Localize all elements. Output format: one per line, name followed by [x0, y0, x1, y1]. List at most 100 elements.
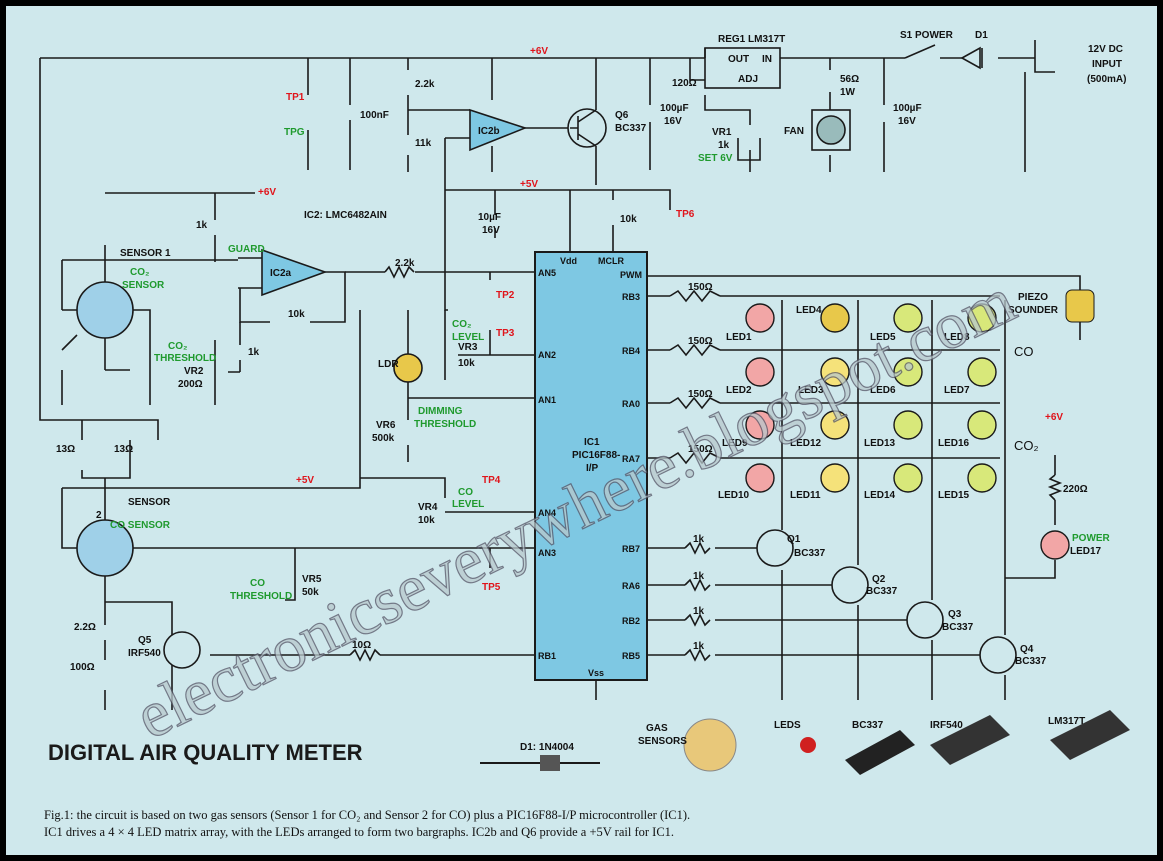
pin-mclr: MCLR — [598, 256, 624, 266]
label-co-row: CO — [1014, 344, 1034, 359]
label-10r: 10Ω — [352, 640, 371, 651]
label-q4-part: BC337 — [1015, 656, 1047, 667]
label-1k-a: 1k — [196, 220, 208, 231]
piezo-sounder — [1065, 289, 1095, 323]
label-ic1-part: PIC16F88- — [572, 450, 620, 461]
label-led8: LED8 — [944, 332, 970, 343]
label-led12: LED12 — [790, 438, 822, 449]
label-c-16v-b: 16V — [898, 116, 916, 127]
label-q2: Q2 — [872, 574, 886, 585]
label-100r: 100Ω — [70, 662, 95, 673]
label-lm317t-icon: LM317T — [1048, 716, 1085, 727]
transistors — [163, 529, 1017, 674]
label-s1: S1 POWER — [900, 30, 954, 41]
label-dc-input-2: INPUT — [1092, 59, 1122, 70]
label-tp3: TP3 — [496, 328, 515, 339]
led-matrix — [745, 303, 1070, 560]
label-rail-6v-b: +6V — [258, 187, 276, 198]
label-rail-5v: +5V — [520, 179, 538, 190]
label-c-16v-a: 16V — [664, 116, 682, 127]
label-reg1: REG1 LM317T — [718, 34, 785, 45]
label-co2-threshold-2: THRESHOLD — [154, 353, 216, 364]
pin-rb4: RB4 — [622, 346, 640, 356]
label-sensor2-num: 2 — [96, 510, 102, 521]
label-c-10uf: 10µF — [478, 212, 501, 223]
pin-pwm: PWM — [620, 270, 642, 280]
label-1k-q1: 1k — [693, 534, 705, 545]
label-q6: Q6 — [615, 110, 629, 121]
label-dc-input: 12V DC — [1088, 44, 1123, 55]
label-q3-part: BC337 — [942, 622, 974, 633]
label-q5-part: IRF540 — [128, 648, 161, 659]
pin-ra6: RA6 — [622, 581, 640, 591]
caption-line-1: Fig.1: the circuit is based on two gas s… — [44, 808, 691, 822]
label-2k2-a: 2.2k — [415, 79, 435, 90]
pin-ra0: RA0 — [622, 399, 640, 409]
pin-rb2: RB2 — [622, 616, 640, 626]
label-2r2: 2.2Ω — [74, 622, 96, 633]
label-150r-a: 150Ω — [688, 282, 713, 293]
label-1k-b: 1k — [248, 347, 260, 358]
diagram-title: DIGITAL AIR QUALITY METER — [48, 740, 363, 765]
label-vr5-val: 50k — [302, 587, 319, 598]
label-rail-5v-b: +5V — [296, 475, 314, 486]
label-sounder: SOUNDER — [1008, 305, 1059, 316]
figure-caption: Fig.1: the circuit is based on two gas s… — [44, 807, 1144, 841]
label-led16: LED16 — [938, 438, 970, 449]
resistors — [349, 265, 1063, 662]
label-led4: LED4 — [796, 305, 822, 316]
label-q1: Q1 — [787, 534, 801, 545]
label-150r-c: 150Ω — [688, 389, 713, 400]
label-vr2-val: 200Ω — [178, 379, 203, 390]
label-150r-d: 150Ω — [688, 444, 713, 455]
label-led13: LED13 — [864, 438, 896, 449]
label-1k-q4: 1k — [693, 641, 705, 652]
label-ic1: IC1 — [584, 437, 600, 448]
label-led3: LED3 — [798, 385, 824, 396]
label-vr2: VR2 — [184, 366, 204, 377]
label-led1: LED1 — [726, 332, 752, 343]
label-reg-out: OUT — [728, 54, 749, 65]
labels: +6V +5V +6V +5V +6V TP1 TPG TP6 TP2 TP3 … — [56, 30, 1126, 753]
label-13r-a: 13Ω — [56, 444, 75, 455]
label-vr3: VR3 — [458, 342, 478, 353]
component-icons — [480, 710, 1130, 775]
pin-rb3: RB3 — [622, 292, 640, 302]
label-vr4: VR4 — [418, 502, 438, 513]
label-120r: 120Ω — [672, 78, 697, 89]
label-sensor1: SENSOR 1 — [120, 248, 171, 259]
label-dc-input-3: (500mA) — [1087, 74, 1126, 85]
pin-an5: AN5 — [538, 268, 556, 278]
caption-line-2: IC1 drives a 4 × 4 LED matrix array, wit… — [44, 825, 675, 839]
label-ic1-part-2: I/P — [586, 463, 599, 474]
pin-rb1: RB1 — [538, 651, 556, 661]
label-vr5: VR5 — [302, 574, 322, 585]
label-led17: LED17 — [1070, 546, 1102, 557]
label-led2: LED2 — [726, 385, 752, 396]
label-tp6: TP6 — [676, 209, 695, 220]
label-2k2-b: 2.2k — [395, 258, 415, 269]
pin-an4: AN4 — [538, 508, 556, 518]
pin-an3: AN3 — [538, 548, 556, 558]
label-vr1-val: 1k — [718, 140, 730, 151]
label-co-sensor: CO SENSOR — [110, 520, 171, 531]
label-150r-b: 150Ω — [688, 336, 713, 347]
label-co2-sensor-2: SENSOR — [122, 280, 165, 291]
label-rail-6v: +6V — [530, 46, 548, 57]
label-ic2b: IC2b — [478, 126, 500, 137]
label-10k-fb: 10k — [288, 309, 305, 320]
label-dimming: DIMMING — [418, 406, 463, 417]
label-sensor2: SENSOR — [128, 497, 171, 508]
label-co2-row: CO₂ — [1014, 438, 1039, 453]
label-c-100uf-a: 100µF — [660, 103, 689, 114]
pin-an1: AN1 — [538, 395, 556, 405]
pin-rb5: RB5 — [622, 651, 640, 661]
label-led15: LED15 — [938, 490, 970, 501]
label-leds: LEDS — [774, 720, 801, 731]
label-c-100uf-b: 100µF — [893, 103, 922, 114]
label-q6-part: BC337 — [615, 123, 647, 134]
label-led10: LED10 — [718, 490, 750, 501]
label-q1-part: BC337 — [794, 548, 826, 559]
label-led5: LED5 — [870, 332, 896, 343]
